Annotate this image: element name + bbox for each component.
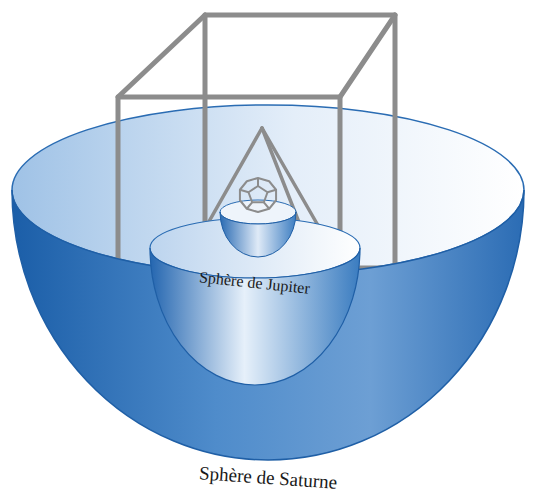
sphere-label: Sphère de Saturne <box>198 463 337 493</box>
saturn-sphere-interior <box>12 105 524 275</box>
mars-sphere-wall <box>220 212 296 257</box>
jupiter-sphere-outline <box>148 195 362 390</box>
saturn-sphere-wall <box>12 190 524 460</box>
dodecahedron <box>240 178 276 212</box>
jupiter-sphere-wall <box>150 248 360 385</box>
jupiter-sphere: Sphère de Jupiter <box>148 195 362 390</box>
